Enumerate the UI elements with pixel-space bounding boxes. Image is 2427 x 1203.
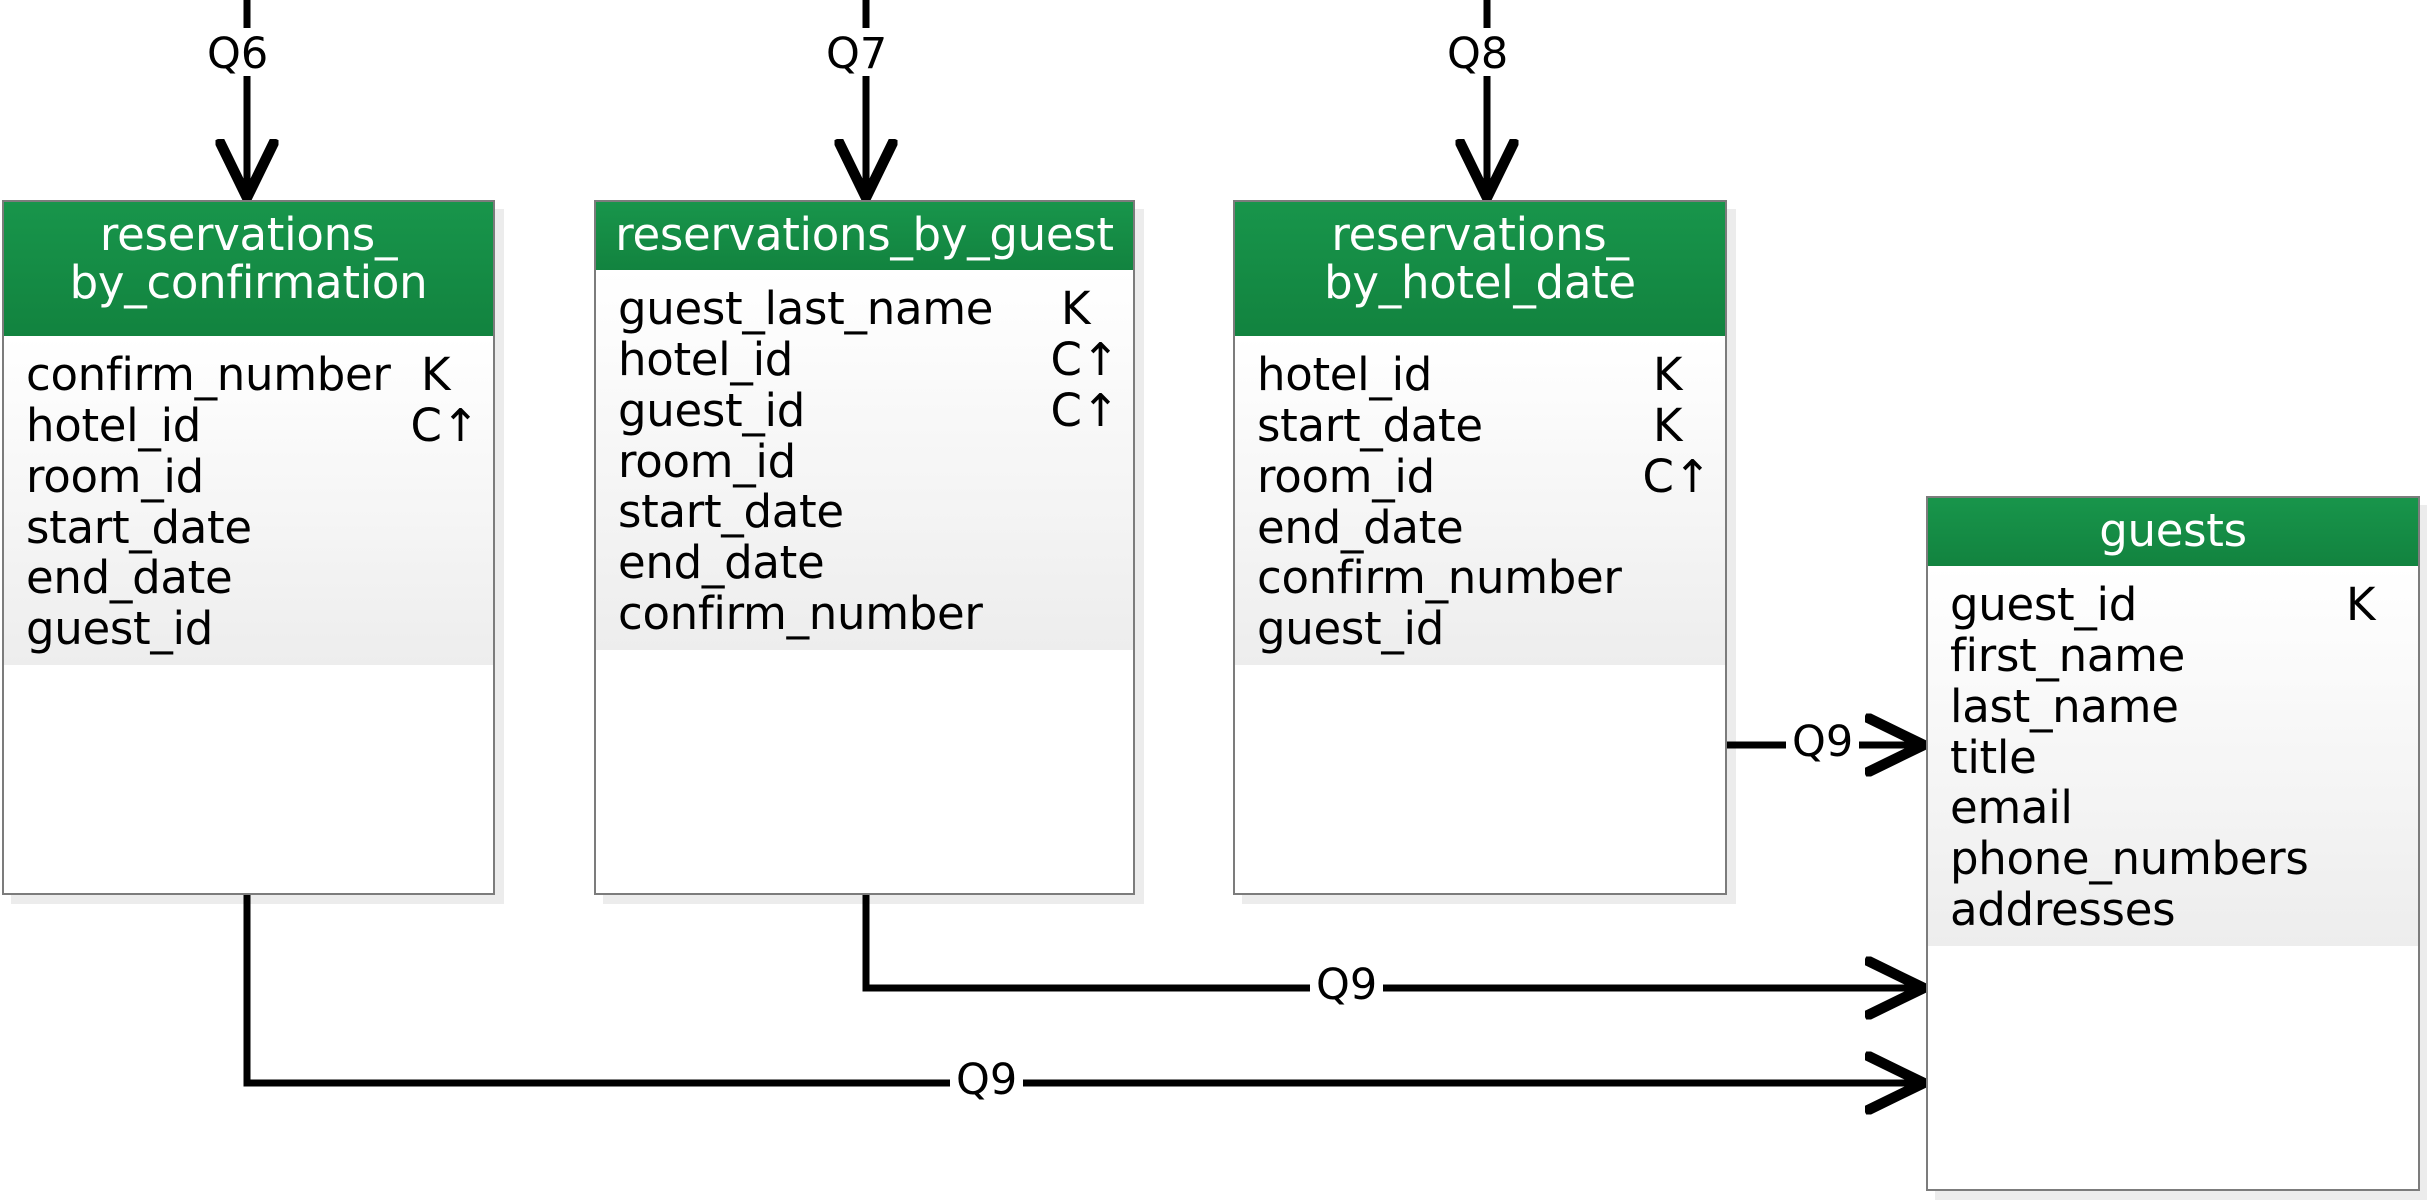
table-row[interactable]: guest_id bbox=[4, 602, 493, 656]
table-row[interactable]: addresses bbox=[1928, 883, 2418, 937]
table-row[interactable]: hotel_id K bbox=[1235, 348, 1725, 401]
connector-q9-guest bbox=[862, 895, 1918, 988]
column-name: hotel_id bbox=[26, 398, 202, 452]
column-name: first_name bbox=[1950, 628, 2186, 682]
table-row[interactable]: last_name bbox=[1928, 679, 2418, 733]
column-name: start_date bbox=[618, 485, 844, 539]
table-row[interactable]: first_name bbox=[1928, 628, 2418, 682]
table-reservations-by-hotel-date[interactable]: reservations_ by_hotel_date hotel_id K s… bbox=[1233, 200, 1727, 895]
table-row[interactable]: room_id C↑ bbox=[1235, 449, 1725, 503]
table-row[interactable]: guest_id C↑ bbox=[596, 383, 1133, 437]
column-name: start_date bbox=[1257, 398, 1483, 452]
column-name: guest_id bbox=[1257, 602, 1445, 656]
table-title: reservations_ by_hotel_date bbox=[1235, 202, 1725, 336]
column-key: K bbox=[1061, 282, 1091, 335]
table-row[interactable]: room_id bbox=[596, 434, 1133, 488]
table-row[interactable]: end_date bbox=[4, 553, 493, 604]
edge-label-q7: Q7 bbox=[820, 33, 894, 76]
table-row[interactable]: title bbox=[1928, 730, 2418, 784]
table-row[interactable]: hotel_id C↑ bbox=[596, 332, 1133, 386]
table-columns: hotel_id K start_date K room_id C↑ end_d… bbox=[1235, 336, 1725, 666]
table-row[interactable]: confirm_number bbox=[596, 587, 1133, 641]
table-guests[interactable]: guests guest_id K first_name last_name t… bbox=[1926, 496, 2420, 1191]
column-name: end_date bbox=[1257, 500, 1464, 554]
column-key: K bbox=[2346, 578, 2376, 631]
column-name: addresses bbox=[1950, 883, 2176, 937]
column-name: guest_id bbox=[26, 602, 214, 656]
table-reservations-by-confirmation[interactable]: reservations_ by_confirmation confirm_nu… bbox=[2, 200, 495, 895]
column-name: hotel_id bbox=[1257, 348, 1433, 401]
edge-label-q9-hotel-date: Q9 bbox=[1786, 721, 1860, 764]
table-row[interactable]: start_date bbox=[4, 500, 493, 554]
column-name: email bbox=[1950, 781, 2073, 835]
column-name: room_id bbox=[618, 434, 796, 488]
column-key: C↑ bbox=[1050, 383, 1119, 437]
table-title: reservations_ by_confirmation bbox=[4, 202, 493, 336]
table-row[interactable]: guest_id K bbox=[1928, 578, 2418, 631]
edge-label-q9-guest: Q9 bbox=[1310, 964, 1384, 1007]
column-name: confirm_number bbox=[1257, 551, 1622, 605]
column-key: C↑ bbox=[1050, 332, 1119, 386]
table-row[interactable]: email bbox=[1928, 783, 2418, 834]
table-row[interactable]: guest_last_name K bbox=[596, 282, 1133, 335]
table-row[interactable]: hotel_id C↑ bbox=[4, 398, 493, 452]
edge-label-q9-confirmation: Q9 bbox=[950, 1059, 1024, 1102]
table-row[interactable]: phone_numbers bbox=[1928, 832, 2418, 886]
column-name: guest_id bbox=[618, 383, 806, 437]
column-name: guest_id bbox=[1950, 578, 2138, 631]
table-row[interactable]: end_date bbox=[596, 536, 1133, 590]
connector-q9-confirmation bbox=[243, 895, 1918, 1083]
column-name: title bbox=[1950, 730, 2037, 784]
table-columns: guest_id K first_name last_name title em… bbox=[1928, 566, 2418, 946]
edge-label-q8: Q8 bbox=[1441, 33, 1515, 76]
column-name: start_date bbox=[26, 500, 252, 554]
table-row[interactable]: confirm_number bbox=[1235, 553, 1725, 604]
column-key: K bbox=[421, 348, 451, 401]
table-columns: guest_last_name K hotel_id C↑ guest_id C… bbox=[596, 270, 1133, 650]
column-name: hotel_id bbox=[618, 332, 794, 386]
table-row[interactable]: start_date K bbox=[1235, 398, 1725, 452]
table-title: reservations_by_guest bbox=[596, 202, 1133, 270]
table-row[interactable]: room_id bbox=[4, 449, 493, 503]
table-columns: confirm_number K hotel_id C↑ room_id sta… bbox=[4, 336, 493, 666]
table-reservations-by-guest[interactable]: reservations_by_guest guest_last_name K … bbox=[594, 200, 1135, 895]
column-key: C↑ bbox=[1642, 449, 1711, 503]
table-title: guests bbox=[1928, 498, 2418, 566]
table-row[interactable]: end_date bbox=[1235, 500, 1725, 554]
table-row[interactable]: confirm_number K bbox=[4, 348, 493, 401]
column-name: phone_numbers bbox=[1950, 832, 2309, 886]
column-name: confirm_number bbox=[26, 348, 391, 401]
column-name: last_name bbox=[1950, 679, 2179, 733]
column-key: K bbox=[1653, 348, 1683, 401]
column-key: C↑ bbox=[410, 398, 479, 452]
column-name: guest_last_name bbox=[618, 282, 994, 335]
column-key: K bbox=[1653, 398, 1683, 452]
column-name: room_id bbox=[1257, 449, 1435, 503]
table-row[interactable]: guest_id bbox=[1235, 602, 1725, 656]
column-name: end_date bbox=[26, 551, 233, 605]
edge-label-q6: Q6 bbox=[201, 33, 275, 76]
column-name: end_date bbox=[618, 536, 825, 590]
column-name: confirm_number bbox=[618, 587, 983, 641]
column-name: room_id bbox=[26, 449, 204, 503]
table-row[interactable]: start_date bbox=[596, 487, 1133, 538]
